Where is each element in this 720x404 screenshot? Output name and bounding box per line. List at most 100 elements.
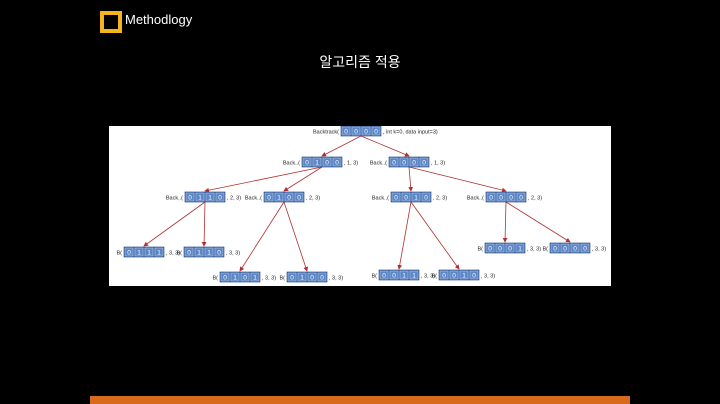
bit-cell	[409, 157, 419, 167]
bit-value: 0	[344, 129, 348, 136]
bit-array-box	[378, 269, 420, 281]
bit-value: 0	[472, 273, 476, 280]
bit-value: 0	[424, 195, 428, 202]
tree-edge	[360, 135, 410, 157]
bit-cell	[274, 192, 284, 202]
bit-cell	[560, 243, 570, 253]
tree-edge	[143, 201, 206, 247]
bit-cell	[485, 243, 495, 253]
node-suffix-label: , 3, 3)	[421, 274, 435, 280]
bit-cell	[240, 272, 250, 282]
bit-value: 1	[137, 250, 141, 257]
bit-value: 1	[412, 273, 416, 280]
bit-value: 0	[489, 195, 493, 202]
bit-value: 0	[508, 246, 512, 253]
bit-value: 0	[583, 246, 587, 253]
bit-value: 0	[488, 246, 492, 253]
bit-cell	[322, 157, 332, 167]
node-suffix-label: , 2, 3)	[306, 196, 320, 202]
node-prefix-label: B(	[372, 274, 378, 280]
tree-edge	[321, 135, 362, 157]
bit-cell	[341, 126, 351, 136]
bit-cell	[439, 270, 449, 280]
node-prefix-label: Back..(	[166, 196, 183, 202]
bit-array-box	[286, 271, 328, 283]
bit-cell	[399, 157, 409, 167]
node-suffix-label: , 3, 3)	[329, 276, 343, 282]
bit-value: 1	[315, 160, 319, 167]
bit-cell	[264, 192, 274, 202]
node-suffix-label: , 3, 3)	[166, 251, 180, 257]
bit-array-box	[485, 191, 527, 203]
bit-cell	[449, 270, 459, 280]
tree-edge	[410, 201, 460, 270]
bit-value: 0	[442, 273, 446, 280]
bit-cell	[409, 270, 419, 280]
bit-value: 0	[354, 129, 358, 136]
bit-cell	[515, 243, 525, 253]
bit-value: 0	[223, 275, 227, 282]
bit-cell	[302, 157, 312, 167]
bit-value: 0	[404, 195, 408, 202]
tree-edge	[239, 201, 285, 272]
bit-array-box	[340, 126, 382, 137]
bit-cell	[506, 192, 516, 202]
node-prefix-label: Back..(	[372, 196, 389, 202]
node-prefix-label: B(	[478, 247, 484, 253]
bit-array-box	[219, 271, 261, 283]
bit-value: 0	[412, 160, 416, 167]
node-suffix-label: , 3, 3)	[262, 276, 276, 282]
bit-cell	[185, 192, 195, 202]
bit-cell	[215, 192, 225, 202]
bit-cell	[144, 247, 154, 257]
bit-value: 1	[233, 275, 237, 282]
bit-cell	[361, 126, 371, 136]
bit-cell	[312, 157, 322, 167]
bit-cell	[297, 272, 307, 282]
bit-value: 1	[198, 195, 202, 202]
bit-value: 1	[208, 195, 212, 202]
bit-cell	[307, 272, 317, 282]
bit-cell	[419, 157, 429, 167]
tree-edge	[505, 201, 571, 243]
bit-cell	[516, 192, 526, 202]
bit-value: 0	[218, 195, 222, 202]
bit-value: 1	[277, 195, 281, 202]
bit-cell	[250, 272, 260, 282]
bit-value: 0	[243, 275, 247, 282]
bit-cell	[379, 270, 389, 280]
bit-value: 1	[207, 250, 211, 257]
node-prefix-label: B(	[177, 251, 183, 257]
bit-value: 0	[364, 129, 368, 136]
tree-edge	[408, 166, 414, 192]
bit-value: 0	[392, 160, 396, 167]
bit-array-box	[184, 191, 226, 203]
tree-edge	[201, 201, 207, 247]
bit-value: 0	[287, 195, 291, 202]
node-suffix-label: , 3, 3)	[527, 247, 541, 253]
bit-value: 0	[422, 160, 426, 167]
bit-array-box	[301, 156, 343, 168]
bit-cell	[204, 247, 214, 257]
bit-cell	[220, 272, 230, 282]
node-suffix-label: , int k=0, data input=3)	[383, 130, 438, 136]
bit-value: 1	[253, 275, 257, 282]
bit-cell	[134, 247, 144, 257]
node-suffix-label: , 2, 3)	[528, 196, 542, 202]
bit-value: 0	[267, 195, 271, 202]
bit-value: 0	[382, 273, 386, 280]
node-prefix-label: Backtrack(	[313, 130, 339, 136]
bit-cell	[195, 192, 205, 202]
node-suffix-label: , 3, 3)	[592, 247, 606, 253]
node-prefix-label: B(	[432, 274, 438, 280]
bit-array-box	[263, 191, 305, 203]
node-suffix-label: , 1, 3)	[431, 161, 445, 167]
bit-cell	[351, 126, 361, 136]
